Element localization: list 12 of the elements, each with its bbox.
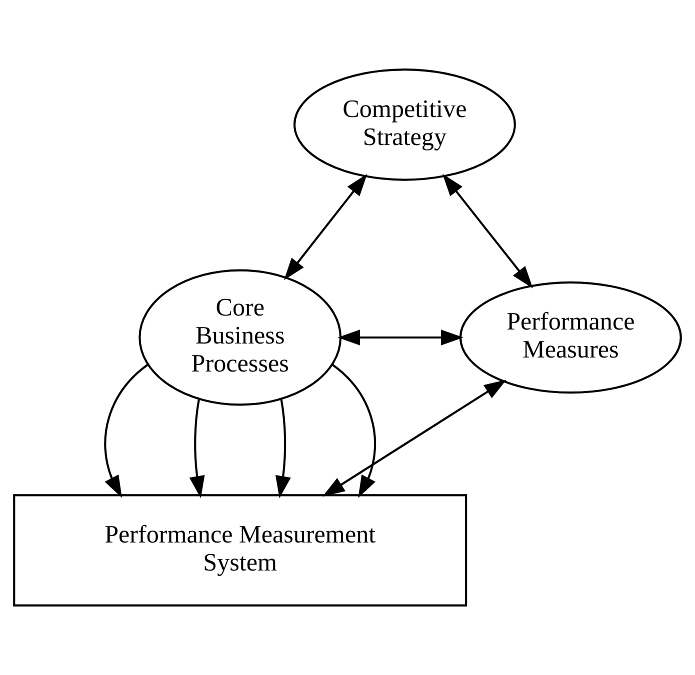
node-ellipse: Performance Measures [459,281,682,394]
arrow [189,398,205,498]
arrow [284,174,368,280]
node-ellipse: Core Business Processes [138,269,342,406]
arrow [275,398,291,498]
node-ellipse: Competitive Strategy [293,68,516,181]
arrow [442,174,533,288]
arrow [338,330,464,346]
arrow [104,364,148,498]
arrow [332,364,376,498]
node-box: Performance Measurement System [13,494,468,606]
arrow [322,380,506,497]
